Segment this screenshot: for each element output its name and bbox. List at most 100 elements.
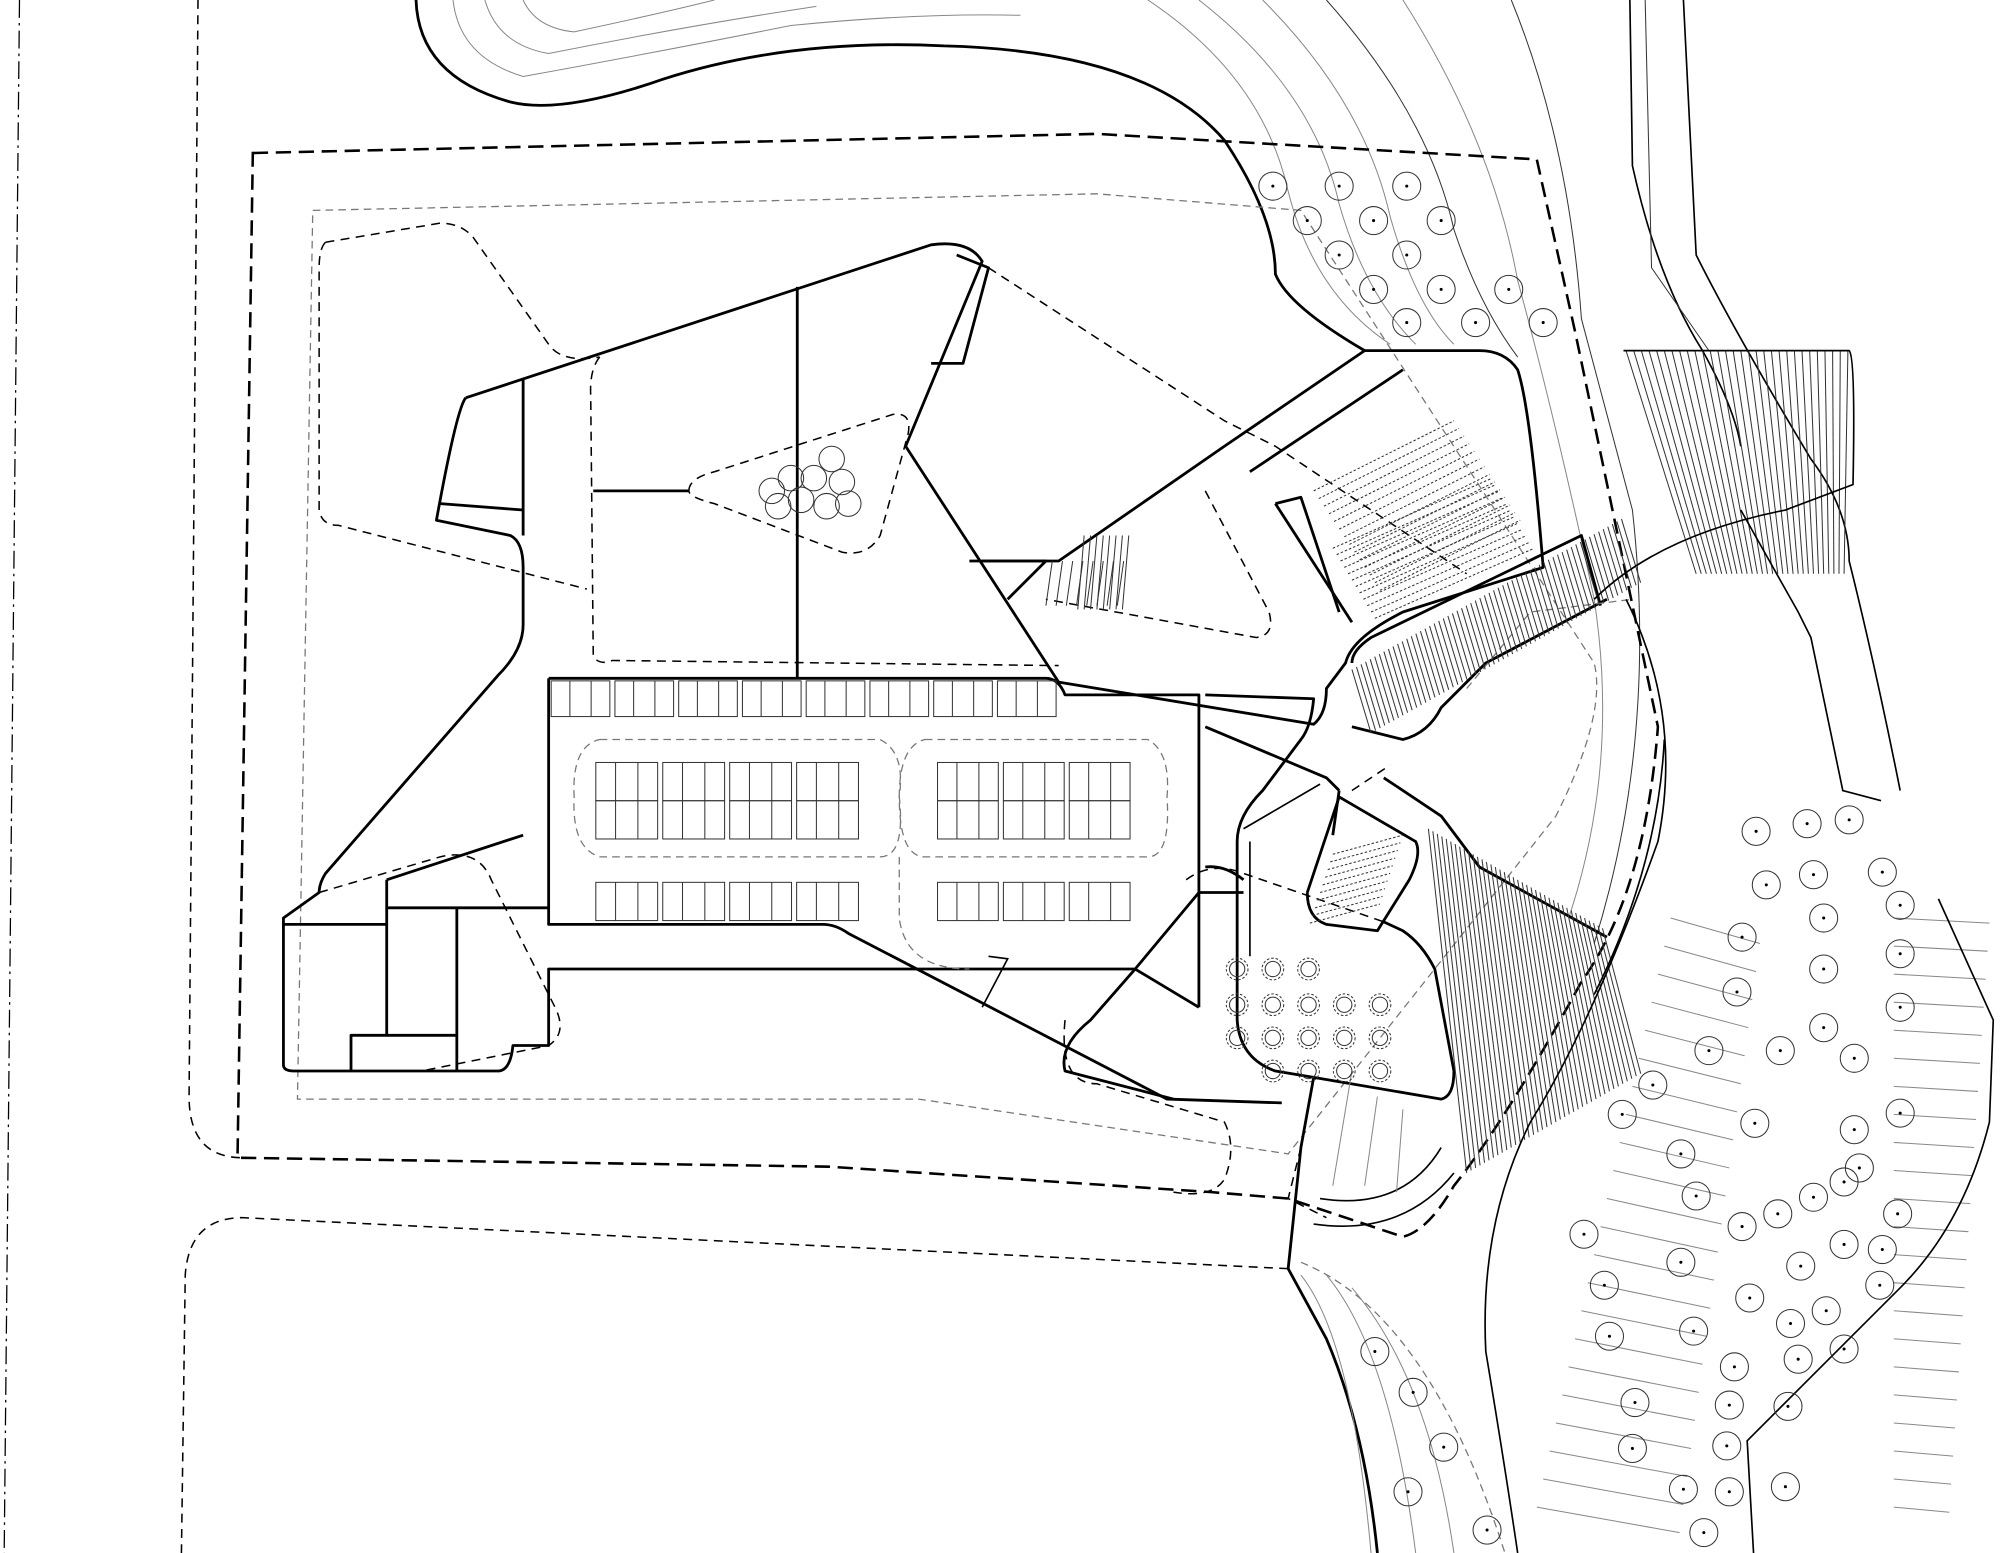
round-table (1228, 1029, 1246, 1047)
tree-icon (1773, 1391, 1803, 1421)
slope-line (1893, 1029, 1982, 1036)
hatch-line (1566, 549, 1587, 614)
seat-row (1325, 857, 1396, 878)
tree-icon (1569, 1219, 1599, 1249)
hatch-line (1494, 866, 1535, 1135)
tree-icon (1722, 977, 1752, 1007)
slope-line (1574, 1338, 1703, 1365)
round-table (1371, 996, 1389, 1013)
hatch-line (1401, 641, 1422, 706)
tree-trunk-dot (1847, 818, 1851, 822)
tree-trunk-dot (1372, 287, 1376, 291)
hatch-line (1419, 630, 1441, 696)
tree-icon (1765, 1036, 1795, 1066)
tree-trunk-dot (1880, 870, 1884, 874)
round-table (1371, 1029, 1389, 1047)
courtyard-tree-icon (758, 477, 786, 505)
tree-trunk-dot (1372, 219, 1376, 223)
tree-trunk-dot (1373, 1350, 1377, 1354)
tree-icon (1638, 1070, 1668, 1100)
slope-line (1625, 1113, 1734, 1141)
table-chairs (1225, 1026, 1249, 1050)
hatch-line (1786, 350, 1804, 574)
hatch-line (1679, 350, 1733, 574)
round-table (1300, 1062, 1317, 1080)
tree-icon (1694, 1036, 1724, 1066)
seat-row (1374, 547, 1535, 619)
hatch-line (1355, 666, 1377, 731)
slope-line (1536, 1506, 1680, 1534)
hatch-line (1525, 572, 1546, 637)
courtyard-tree-icon (764, 492, 792, 520)
parking-grid (550, 680, 1169, 970)
hatch-line (1055, 560, 1063, 606)
hatch-line (1503, 872, 1544, 1130)
hatch-line (1468, 851, 1508, 1151)
seat-row (1319, 872, 1391, 894)
hatch-line (1778, 350, 1799, 574)
hatch-line (1427, 828, 1468, 1174)
parking-stall (1068, 881, 1131, 922)
tree-trunk-dot (1805, 822, 1809, 826)
tree-trunk-dot (1405, 184, 1409, 188)
tree-trunk-dot (1602, 1283, 1606, 1287)
slope-line (1893, 1338, 1961, 1345)
hatch-line (1597, 925, 1637, 1077)
tree-icon (1426, 274, 1456, 304)
courtyard-tree-icon (828, 468, 856, 496)
tree-trunk-dot (1878, 1283, 1882, 1287)
hatch-line (1656, 350, 1718, 574)
hatch-line (1075, 560, 1084, 606)
hatch-line (1116, 560, 1125, 606)
hatch-line (1601, 928, 1642, 1074)
round-table (1264, 1029, 1282, 1047)
hatch-line (1441, 836, 1481, 1166)
tree-icon (1839, 1115, 1869, 1145)
slope-line (1568, 1366, 1699, 1393)
hatch-line (1511, 579, 1532, 645)
table-chairs (1225, 957, 1249, 981)
tree-icon (1763, 1199, 1793, 1229)
slope-line (1893, 1450, 1954, 1457)
round-table (1300, 1029, 1317, 1047)
hatch-line (1109, 535, 1117, 610)
hatch-line (1374, 656, 1395, 721)
hatch-line (1465, 605, 1486, 670)
seat-row (1336, 484, 1497, 556)
tree-trunk-dot (1681, 1487, 1685, 1491)
hatch-line (1671, 350, 1728, 574)
tree-icon (1885, 992, 1915, 1022)
slope-line (1587, 1282, 1711, 1309)
tree-icon (1798, 1182, 1829, 1212)
tree-trunk-dot (1439, 287, 1443, 291)
hatch-line (1816, 350, 1825, 574)
slope-line (1670, 917, 1761, 945)
tree-icon (1668, 1474, 1698, 1504)
slope-line (1893, 1394, 1957, 1401)
trees (758, 171, 1915, 1548)
hatch-line (1463, 849, 1503, 1153)
hatch-line (1648, 350, 1712, 574)
hatch-line (1456, 610, 1477, 675)
seat-row (1317, 880, 1388, 901)
tree-trunk-dot (1725, 1444, 1729, 1448)
seat-row (1328, 443, 1470, 515)
slope-line (1893, 1226, 1969, 1233)
round-table (1336, 1062, 1353, 1080)
tree-icon (1885, 1098, 1915, 1128)
tree-icon (1727, 1212, 1757, 1242)
slope-line (1555, 1422, 1692, 1449)
tree-trunk-dot (1337, 253, 1341, 257)
parking-stall (729, 881, 793, 922)
slope-line (1893, 1254, 1967, 1261)
hatch-line (1115, 535, 1123, 610)
tree-icon (1472, 1515, 1502, 1545)
hatch-line (1512, 877, 1552, 1125)
tree-trunk-dot (1442, 1445, 1446, 1449)
hatch-line (1832, 350, 1835, 574)
tree-icon (1426, 206, 1456, 236)
tree-trunk-dot (1337, 184, 1341, 188)
tree-trunk-dot (1898, 952, 1902, 956)
hatch-line (1566, 907, 1606, 1095)
